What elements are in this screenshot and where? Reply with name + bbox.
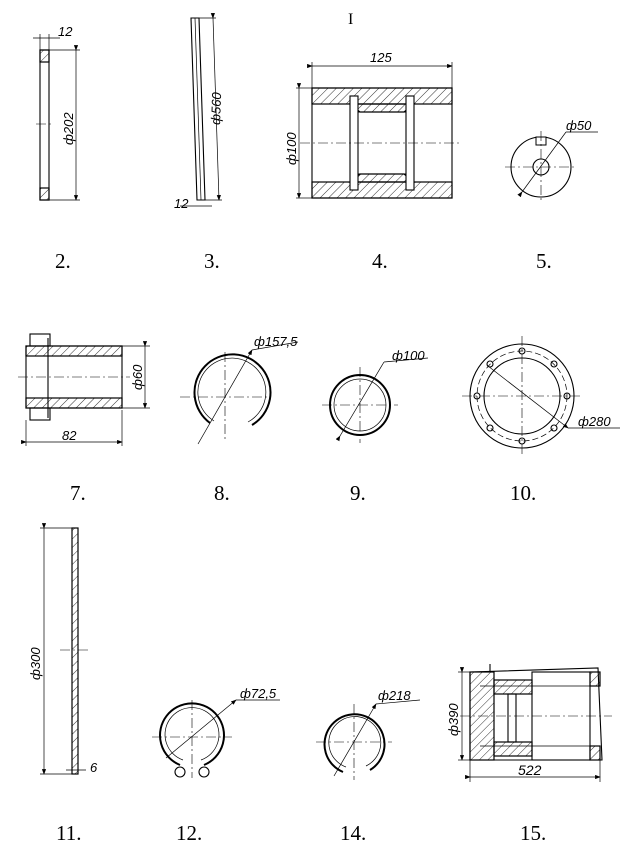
part-8-drawing: ф157,5 [180, 334, 298, 445]
part-11-number: 11. [56, 821, 81, 845]
part-11-drawing: ф300 6 [28, 523, 98, 775]
part-4-dim-diameter: ф100 [284, 132, 299, 165]
part-3-number: 3. [204, 249, 220, 273]
part-12-dim-diameter: ф72,5 [240, 686, 277, 701]
part-9-number: 9. [350, 481, 366, 505]
part-7-dim-diameter: ф60 [130, 364, 145, 390]
part-15-drawing: ф390 522 [446, 664, 612, 782]
part-7-dim-length: 82 [62, 428, 77, 443]
part-15-dim-length: 522 [518, 762, 542, 778]
part-12-number: 12. [176, 821, 202, 845]
part-10-dim-diameter: ф280 [578, 414, 611, 429]
part-4-drawing: 125 ф100 [284, 50, 462, 199]
part-15-number: 15. [520, 821, 546, 845]
part-9-dim-diameter: ф100 [392, 348, 425, 363]
part-3-dim-width: 12 [174, 196, 189, 211]
part-14-number: 14. [340, 821, 366, 845]
part-5-dim-diameter: ф50 [566, 118, 592, 133]
part-7-number: 7. [70, 481, 86, 505]
part-3-drawing: ф560 12 [174, 13, 224, 211]
part-2-number: 2. [55, 249, 71, 273]
part-11-dim-diameter: ф300 [28, 647, 43, 680]
part-8-number: 8. [214, 481, 230, 505]
part-2-drawing: 12 ф202 [33, 24, 80, 201]
part-12-drawing: ф72,5 [152, 686, 280, 778]
part-14-dim-diameter: ф218 [378, 688, 411, 703]
part-3-dim-diameter: ф560 [208, 91, 224, 125]
part-2-dim-width: 12 [58, 24, 73, 39]
part-4-number: 4. [372, 249, 388, 273]
part-5-number: 5. [536, 249, 552, 273]
part-8-dim-diameter: ф157,5 [254, 334, 298, 349]
part-2-dim-diameter: ф202 [61, 112, 76, 145]
part-4-dim-length: 125 [370, 50, 392, 65]
part-14-drawing: ф218 [316, 688, 421, 780]
part-10-drawing: ф280 [462, 336, 620, 456]
part-11-dim-thickness: 6 [90, 760, 98, 775]
header-mark: I [348, 11, 353, 28]
part-15-dim-diameter: ф390 [446, 703, 461, 736]
part-5-drawing: ф50 [505, 118, 598, 203]
part-10-number: 10. [510, 481, 536, 505]
part-7-drawing: ф60 82 [18, 333, 150, 446]
part-9-drawing: ф100 [322, 348, 429, 443]
